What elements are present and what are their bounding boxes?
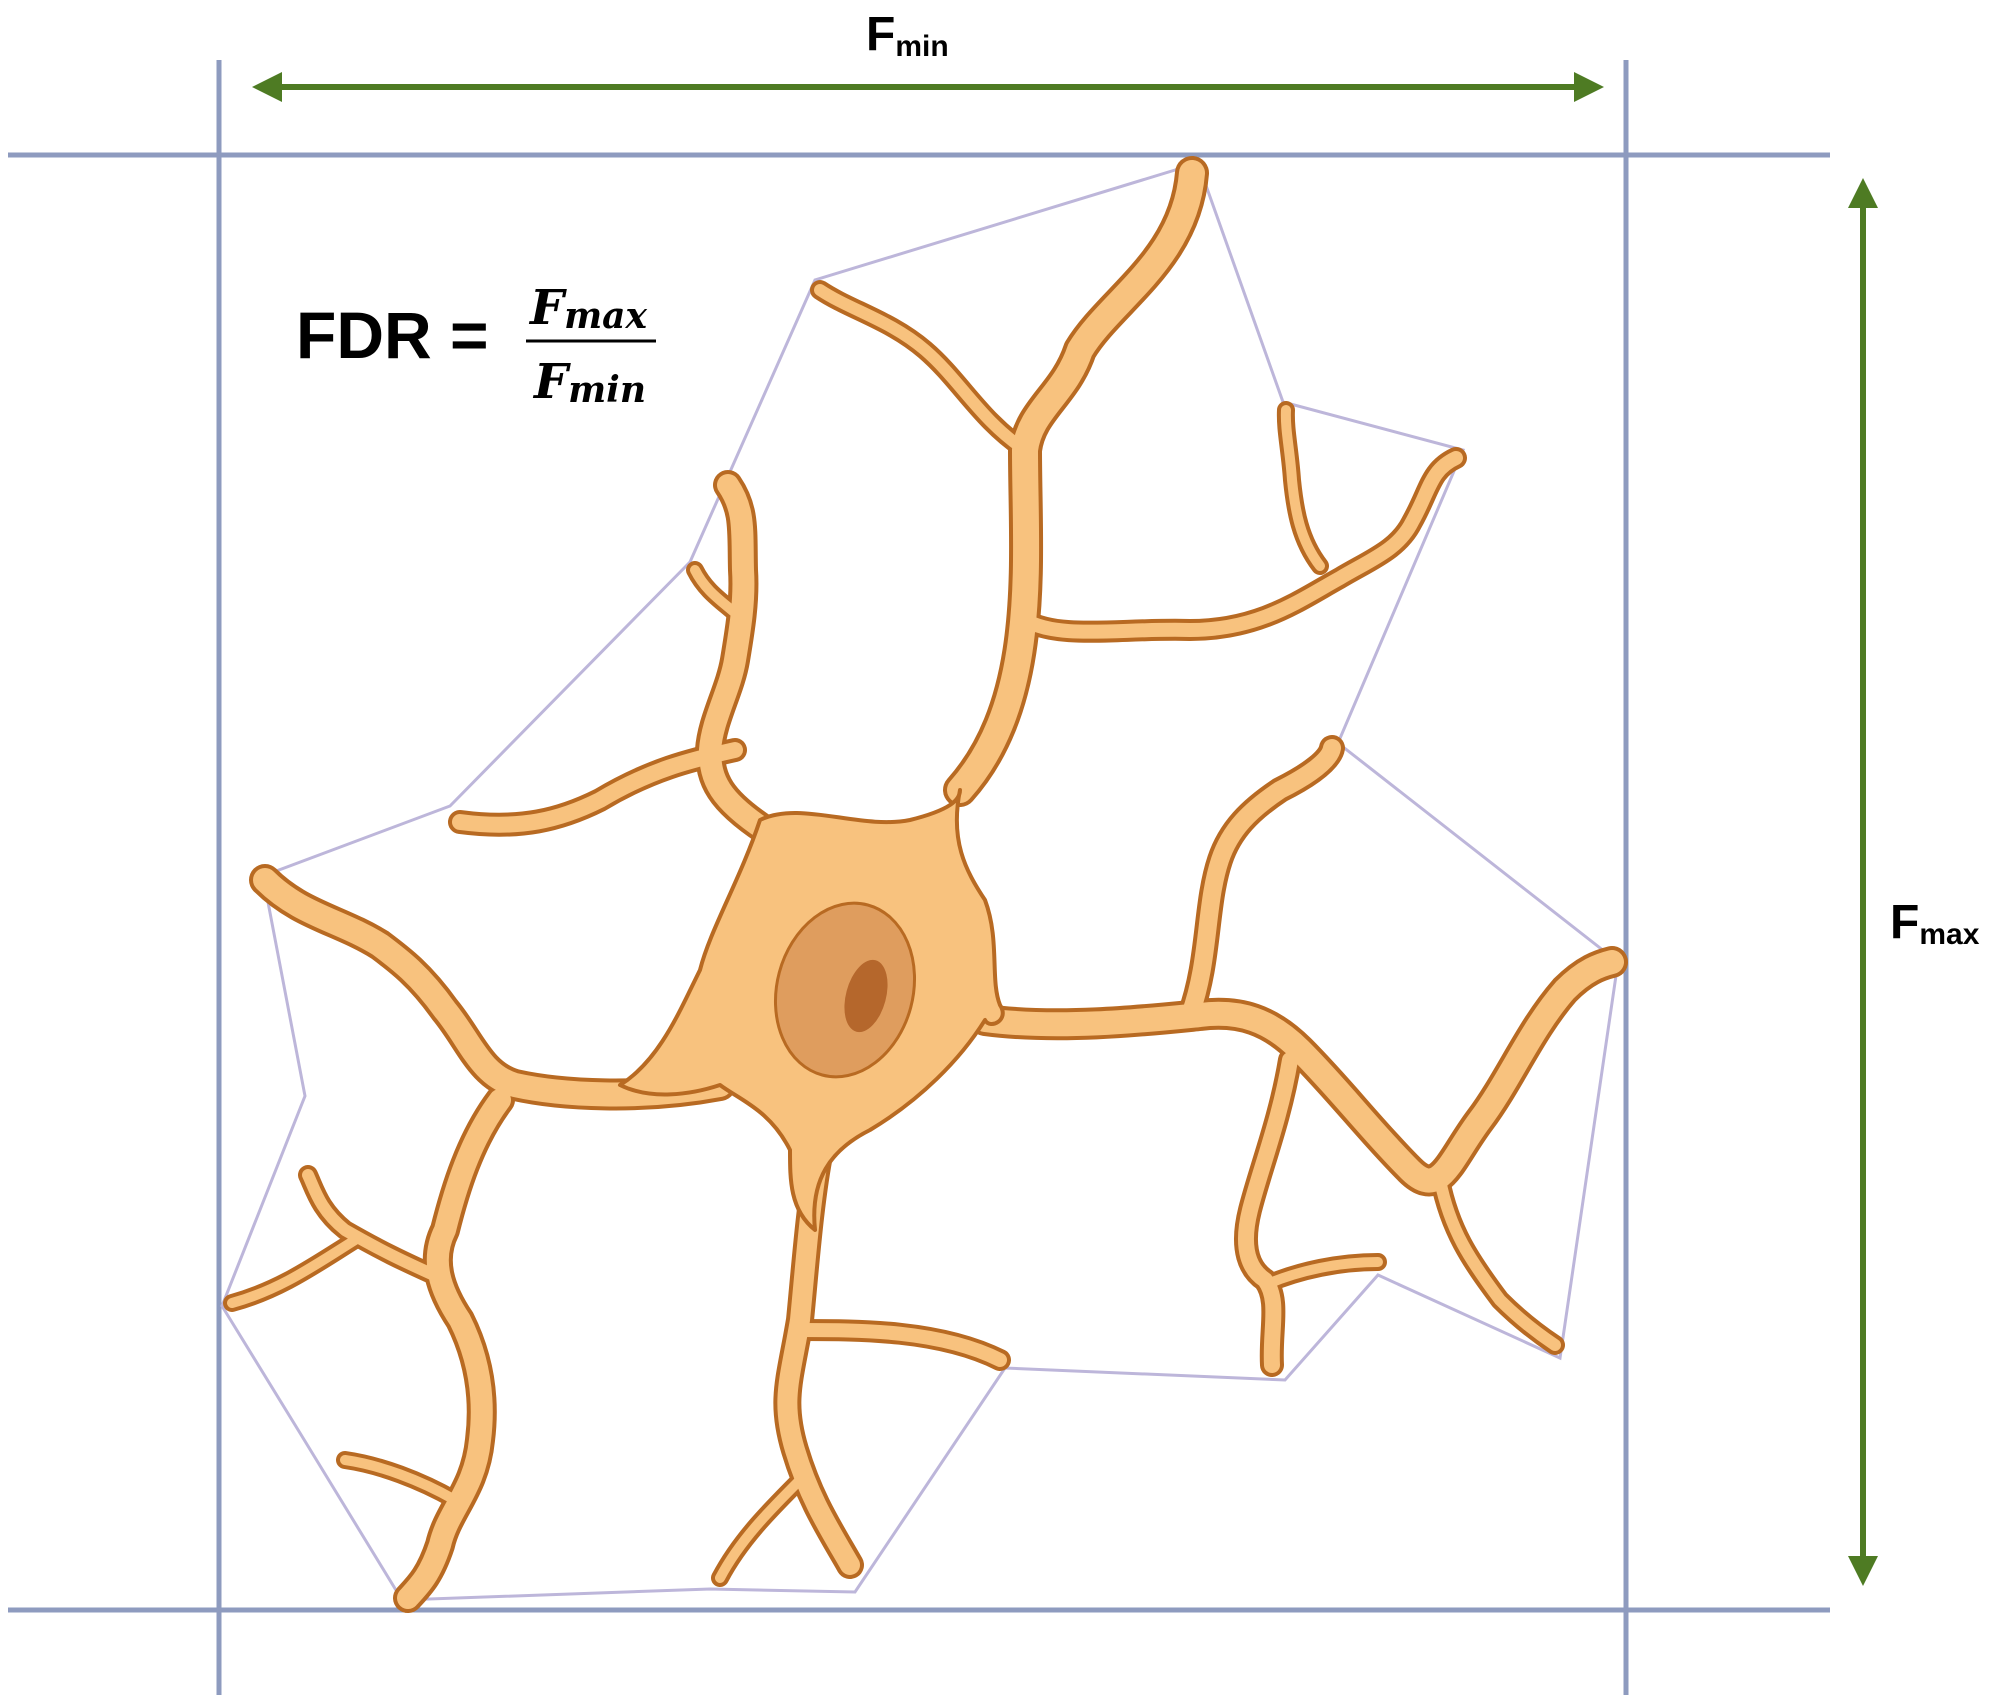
fmin-label-base: F xyxy=(866,8,895,61)
fdr-denominator-base: F xyxy=(532,354,571,410)
fdr-formula-lhs: FDR = xyxy=(296,298,489,372)
fmin-label: Fmin xyxy=(866,8,949,63)
cell-nucleolus xyxy=(844,959,888,1033)
fdr-numerator-sub: max xyxy=(564,295,647,337)
glial-cell xyxy=(223,156,1628,1613)
fdr-denominator: Fmin xyxy=(532,354,646,411)
fmax-label: Fmax xyxy=(1890,896,1980,951)
fmax-label-sub: max xyxy=(1919,918,1979,951)
process-far-right-down xyxy=(1430,1170,1565,1355)
bounding-frame xyxy=(8,60,1830,1695)
cell-process-fills xyxy=(227,160,1624,1609)
fdr-formula: FDR = Fmax Fmin xyxy=(296,280,656,411)
fdr-numerator: Fmax xyxy=(528,280,647,337)
fdr-numerator-base: F xyxy=(528,280,567,336)
fmin-label-sub: min xyxy=(895,30,948,63)
convex-hull xyxy=(220,161,1620,1602)
fdr-denominator-sub: min xyxy=(568,369,646,411)
cell-nucleus xyxy=(773,901,917,1079)
fmax-label-base: F xyxy=(1890,896,1919,949)
